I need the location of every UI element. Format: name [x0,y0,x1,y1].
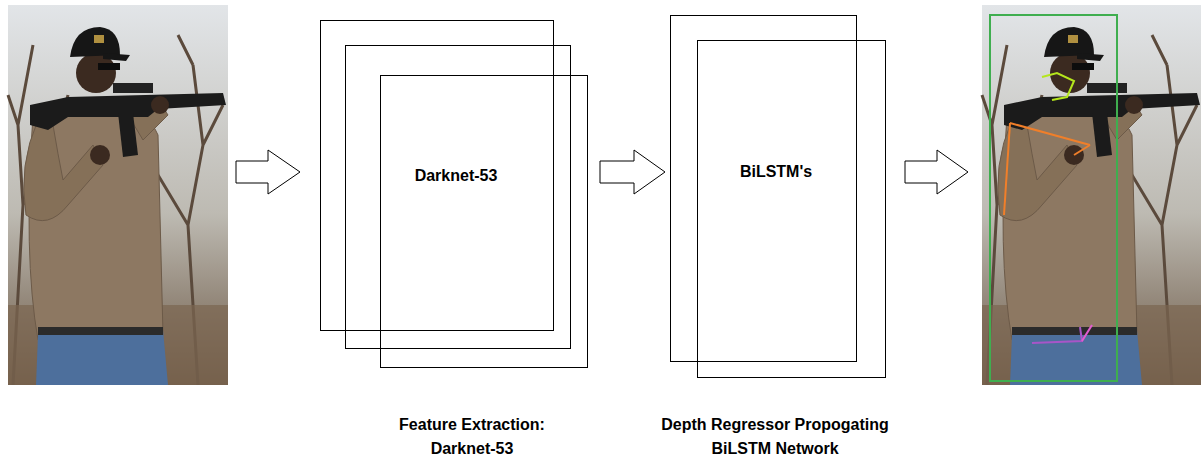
arm-keypoints [1004,123,1010,215]
output-photo [982,5,1201,385]
bounding-box [990,15,1117,381]
box-title: Darknet-53 [415,167,498,185]
pose-overlay [990,15,1117,381]
stage-caption: Depth Regressor Propogating BiLSTM Netwo… [650,413,900,459]
flow-arrow [236,150,300,194]
stage-caption: Feature Extraction: Darknet-53 [380,413,565,459]
arm-keypoints [1074,145,1090,155]
layer-frame [321,21,554,331]
hip-keypoints [1032,327,1082,343]
input-photo [8,5,228,385]
layer-frame [698,41,886,378]
process-box: BiLSTM's [670,15,857,362]
flow-arrow [905,150,968,194]
hip-keypoints [1082,325,1092,341]
box-title: BiLSTM's [740,163,812,181]
process-box: Darknet-53 [380,75,588,368]
flow-arrow [600,150,665,194]
face-keypoints [1042,73,1074,100]
arm-keypoints [1010,123,1090,145]
